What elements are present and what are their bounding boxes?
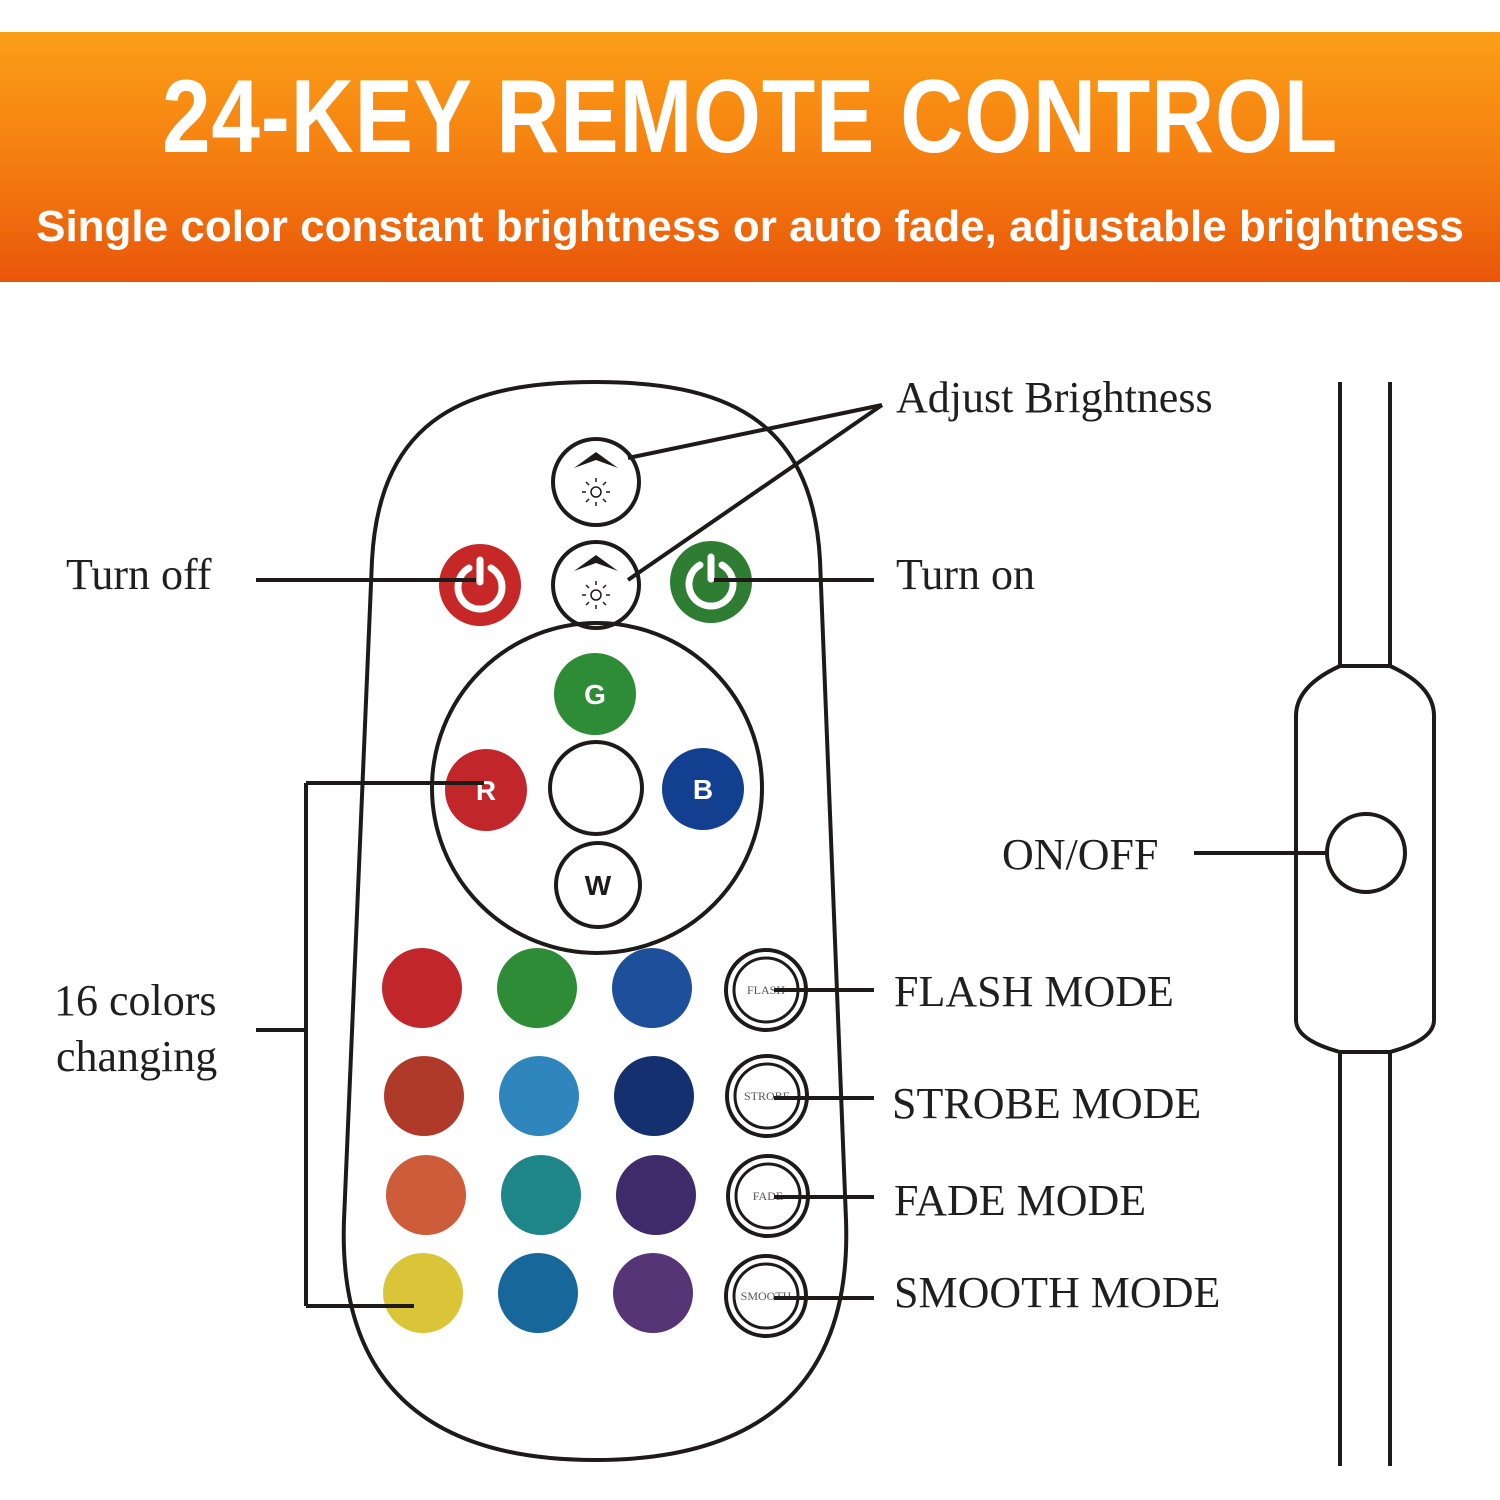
g-button[interactable]: G: [554, 653, 636, 735]
leader-lines: [256, 403, 1366, 1308]
arrow-up-icon: [574, 555, 618, 571]
color-button-r4-c3[interactable]: [613, 1253, 693, 1333]
turn-off-label: Turn off: [66, 550, 212, 599]
w-button-label: W: [585, 870, 612, 901]
page-title: 24-KEY REMOTE CONTROL: [161, 59, 1339, 175]
brightness-up-button[interactable]: [551, 437, 641, 527]
color-button-r4-c1[interactable]: [383, 1253, 463, 1333]
rgbw-pad: [430, 621, 764, 955]
color-button-r3-c2[interactable]: [501, 1155, 581, 1235]
color-button-r3-c3[interactable]: [616, 1155, 696, 1235]
cable-switch: [1294, 382, 1436, 1466]
header-banner: [0, 32, 1500, 282]
adjust-brightness-label: Adjust Brightness: [896, 373, 1213, 422]
arrow-up-icon: [574, 452, 618, 468]
color-button-r4-c2[interactable]: [498, 1253, 578, 1333]
b-button-label: B: [693, 774, 713, 805]
fade-mode-label: FADE MODE: [894, 1176, 1146, 1225]
power-off-button[interactable]: [439, 544, 521, 626]
page-subtitle: Single color constant brightness or auto…: [36, 202, 1464, 251]
brightness-down-button[interactable]: [551, 540, 641, 630]
color-button-r3-c1[interactable]: [386, 1155, 466, 1235]
r-button-label: R: [476, 775, 496, 806]
flash-button-label: FLASH: [747, 983, 785, 997]
fade-button-label: FADE: [753, 1189, 783, 1203]
color-grid: [382, 948, 696, 1333]
colors-label-line2: changing: [56, 1032, 217, 1081]
center-button[interactable]: [548, 740, 644, 836]
color-button-r2-c3[interactable]: [614, 1056, 694, 1136]
color-button-r1-c2[interactable]: [497, 948, 577, 1028]
r-button[interactable]: R: [445, 749, 527, 831]
power-icon: [685, 553, 737, 610]
sun-icon: [582, 478, 610, 506]
flash-mode-label: FLASH MODE: [894, 967, 1174, 1016]
strobe-mode-button[interactable]: STROBE: [725, 1054, 809, 1138]
on-off-label: ON/OFF: [1002, 830, 1159, 879]
power-on-button[interactable]: [670, 541, 752, 623]
on-off-switch-button[interactable]: [1325, 812, 1407, 894]
colors-label-line1: 16 colors: [54, 976, 217, 1025]
b-button[interactable]: B: [662, 748, 744, 830]
strobe-mode-label: STROBE MODE: [892, 1079, 1201, 1128]
remote-body: [341, 379, 849, 1463]
turn-on-label: Turn on: [896, 550, 1035, 599]
color-button-r2-c1[interactable]: [384, 1056, 464, 1136]
color-button-r1-c1[interactable]: [382, 948, 462, 1028]
color-button-r2-c2[interactable]: [499, 1056, 579, 1136]
sun-icon: [582, 581, 610, 609]
g-button-label: G: [584, 679, 606, 710]
color-button-r1-c3[interactable]: [612, 948, 692, 1028]
smooth-mode-label: SMOOTH MODE: [894, 1268, 1220, 1317]
w-button[interactable]: W: [554, 841, 642, 929]
